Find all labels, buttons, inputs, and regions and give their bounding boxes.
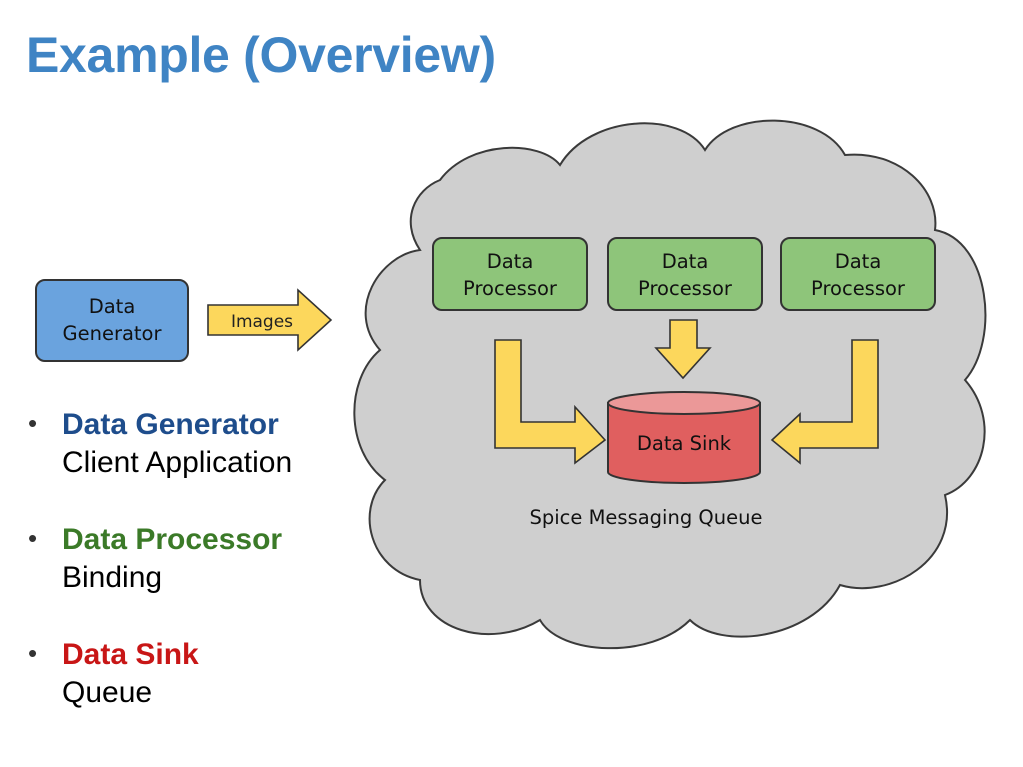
data-processor-1-label-line1: Data bbox=[487, 250, 534, 273]
cloud-caption: Spice Messaging Queue bbox=[530, 506, 763, 529]
data-processor-3-label-line1: Data bbox=[835, 250, 882, 273]
images-arrow-label: Images bbox=[231, 312, 293, 332]
data-processor-2-label-line2: Processor bbox=[638, 277, 733, 300]
data-processor-1-label-line2: Processor bbox=[463, 277, 558, 300]
legend-desc: Client Application bbox=[62, 446, 293, 479]
data-generator-node: Data Generator bbox=[35, 279, 189, 362]
data-processor-node-1: Data Processor bbox=[432, 237, 588, 311]
processor-1-to-sink-arrow bbox=[494, 339, 607, 465]
images-arrow: Images bbox=[207, 288, 333, 352]
legend-term: Data Processor bbox=[62, 523, 283, 556]
data-sink-label: Data Sink bbox=[637, 432, 732, 455]
data-generator-label-line1: Data bbox=[89, 295, 136, 318]
data-processor-2-label-line1: Data bbox=[662, 250, 709, 273]
legend-list: • Data Generator Client Application • Da… bbox=[28, 406, 292, 751]
data-generator-label-line2: Generator bbox=[62, 322, 162, 345]
bullet-icon: • bbox=[28, 523, 38, 553]
legend-item-processor: • Data Processor Binding bbox=[28, 521, 292, 597]
data-sink-node: Data Sink bbox=[607, 391, 761, 484]
processor-2-to-sink-arrow bbox=[654, 319, 712, 380]
legend-term: Data Sink bbox=[62, 638, 199, 671]
data-processor-node-3: Data Processor bbox=[780, 237, 936, 311]
spice-messaging-queue-cloud bbox=[353, 119, 987, 650]
slide-title: Example (Overview) bbox=[26, 27, 496, 83]
processor-3-to-sink-arrow bbox=[770, 339, 879, 465]
legend-desc: Queue bbox=[62, 676, 153, 709]
legend-term: Data Generator bbox=[62, 408, 279, 441]
bullet-icon: • bbox=[28, 408, 38, 438]
data-processor-3-label-line2: Processor bbox=[811, 277, 906, 300]
bullet-icon: • bbox=[28, 638, 38, 668]
legend-item-generator: • Data Generator Client Application bbox=[28, 406, 292, 482]
legend-item-sink: • Data Sink Queue bbox=[28, 636, 292, 712]
legend-desc: Binding bbox=[62, 561, 163, 594]
data-processor-node-2: Data Processor bbox=[607, 237, 763, 311]
